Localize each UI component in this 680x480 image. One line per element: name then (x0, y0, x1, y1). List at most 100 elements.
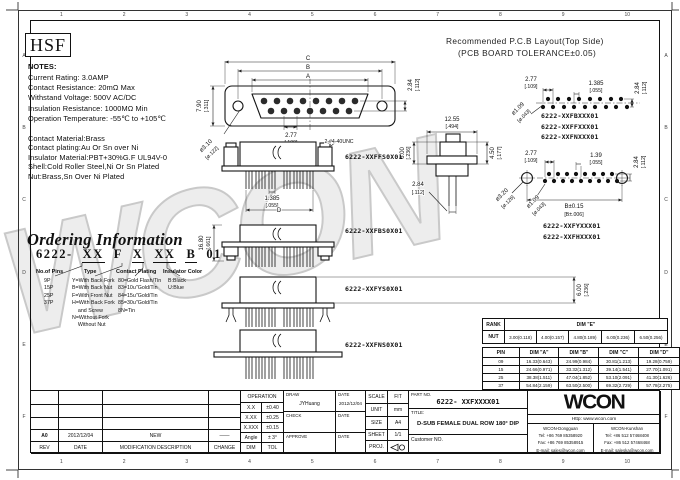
part-no-cell: PART NO.6222- XXFXXXX01 (409, 391, 528, 409)
contact-line: WCON-Kunshan (611, 426, 643, 431)
type-group-label: Type (84, 269, 97, 275)
side-view-back-fork: 6.00 [.236] (221, 276, 591, 327)
contact-line: E-mail: saleska@wcon.com (600, 447, 654, 453)
grid-label: 10 (624, 12, 630, 18)
code-pins: XX (81, 247, 105, 263)
option-line: B=With Back Nut (72, 285, 113, 292)
part-number: 6222-XXFYXXX01 (543, 222, 601, 230)
material-line: Insulator Material:PBT+30%G.F UL94V-0 (28, 152, 168, 162)
drawing-title: D-SUB FEMALE DUAL ROW 180° DIP (416, 420, 520, 427)
dim-label: [.055] (590, 88, 604, 94)
grid-label: 5 (310, 12, 314, 18)
dim-label: [.112] (412, 190, 425, 196)
tol-label: X.XXX (241, 423, 262, 433)
dim-e-value: 6.00(0.236) (601, 330, 635, 344)
draw-label: DRAW (286, 392, 300, 397)
option-line: 84=15u"Gold/Tin (118, 292, 158, 299)
grid-label: 1 (59, 12, 63, 18)
contact-line: Tel: +86 512 57468408 (605, 433, 649, 439)
grid-label: 3 (185, 12, 189, 18)
option-line: 15P (44, 285, 54, 292)
title-block: A0 2012/12/04 NEW —— REV DATE MODIFICATI… (30, 390, 661, 454)
side-view-front-nut: 2-#4-40UNC 1.385 [.055] D (221, 138, 355, 215)
dim-a-cell: 16.33(0.643) (518, 357, 560, 366)
sheet-value: 1/1 (388, 430, 409, 441)
outer-border (18, 10, 672, 470)
divider (31, 404, 241, 405)
nut-dim-e-table: RANK DIM "E" NUT 3.00(0.118) 4.00(0.157)… (482, 318, 668, 344)
dim-d-cell: 57.78(2.275) (638, 381, 680, 390)
grid-label: 2 (122, 458, 126, 465)
dim-label: [.112] (642, 81, 648, 94)
dim-a-cell: 24.66(0.971) (518, 365, 560, 374)
grid-label: 7 (436, 12, 440, 18)
dim-e-value: 4.00(0.157) (536, 330, 569, 344)
code-plating: XX (153, 247, 177, 263)
material-line: Shell:Cold Roller Steel,Ni Or Sn Plated (28, 162, 160, 172)
unit-value: mm (388, 404, 409, 417)
approve-date-cell: DATE (336, 433, 366, 454)
code-prefix: 6222- (36, 247, 73, 261)
note-line: Current Rating: 3.0AMP (28, 73, 109, 82)
dim-e-value: 4.80(0.189) (568, 330, 602, 344)
grid-label: C (22, 197, 26, 204)
option-line: 25P (44, 292, 54, 299)
grid-label: D (664, 269, 668, 276)
option-line: H=With Back Fork (72, 300, 115, 307)
customer-label: Customer NO. (411, 437, 443, 443)
grid-label: C (664, 197, 668, 204)
dim-label: 2.77 (525, 151, 537, 157)
grid-label: 9 (561, 458, 565, 465)
divider (31, 417, 241, 418)
side-view-plain (213, 329, 343, 379)
dim-label: [.661] (206, 236, 212, 250)
tol-value: ±0.40 (262, 403, 284, 413)
dim-e-header: DIM "E" (504, 318, 668, 331)
change-label: CHANGE (209, 442, 241, 454)
grid-label: 5 (310, 458, 314, 465)
dim-label: 2.84 (412, 182, 424, 188)
dim-label: [.055] (590, 160, 604, 166)
dim-label: 2.77 (525, 77, 537, 83)
proj-label: PROJ. (366, 441, 388, 454)
date-label: DATE (338, 434, 350, 439)
company-url: Http: www.wcon.com (528, 415, 661, 424)
profile-view: 12.55 [.494] 4.50 [.177] 6.00 [.236] 2.8… (399, 116, 504, 214)
option-line: 8N=Tin (118, 307, 136, 314)
revision-id: A0 (31, 430, 59, 442)
part-number-fn: 6222-XXFNS0X01 (345, 341, 403, 349)
dim-c-cell: 53.10(2.091) (598, 373, 640, 382)
note-line: Insulation Resistance: 1000MΩ Min (28, 103, 148, 113)
dim-d-cell: 41.30(1.626) (638, 373, 680, 382)
front-view: C B A 7.90 [.311] 2.84 [.112] 2.77 [.109… (196, 55, 421, 162)
grid-label: B (22, 125, 26, 132)
pin-count-cell: 37 (482, 381, 520, 390)
color-group-label: Insulator Color (163, 269, 203, 275)
rev-empty-cell (31, 391, 59, 430)
pins-group-label: No.of Pins (36, 269, 64, 275)
material-line: Contact Material:Brass (28, 134, 105, 143)
scale-label: SCALE (366, 391, 388, 404)
proj-symbol-cell (388, 441, 409, 454)
dim-label: 2.84 (635, 82, 641, 94)
option-line: 80=Gold Flash/Tin (118, 278, 162, 284)
pin-table-row: 09 16.33(0.643) 24.99(0.984) 30.81(1.213… (482, 357, 680, 366)
grid-label: 3 (185, 458, 189, 465)
dim-label: 2-#4-40UNC (324, 139, 353, 145)
part-number: 6222-XXFHXXX01 (543, 232, 601, 241)
title-cell: TITLE:D-SUB FEMALE DUAL ROW 180° DIP (409, 409, 528, 435)
dim-e-value: 3.00(0.118) (504, 330, 537, 344)
part-number-fy: 6222-XXFYS0X01 (345, 285, 403, 293)
material-line: Contact plating:Au Or Sn over Ni (28, 143, 139, 153)
pin-table-row: 37 54.84(2.159) 63.50(2.500) 69.32(2.729… (482, 381, 680, 390)
code-gender: F (113, 247, 123, 261)
dim-label: 1.39 (590, 153, 602, 159)
option-line: Y=With Back Fork (72, 278, 115, 284)
